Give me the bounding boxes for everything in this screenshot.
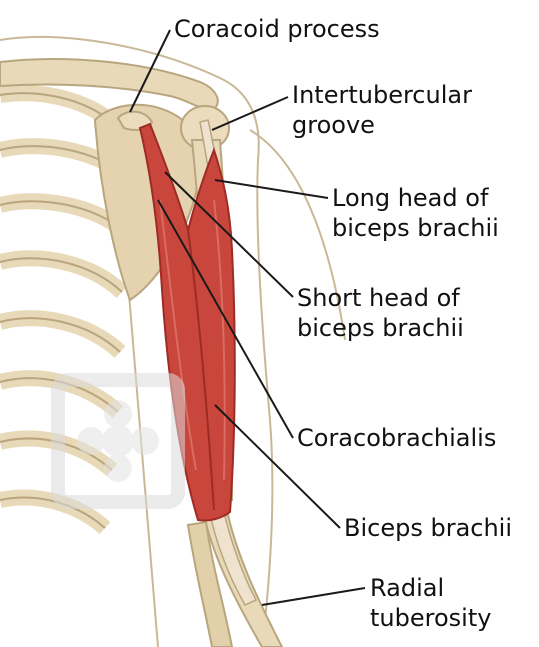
label-short-head: Short head of biceps brachii bbox=[297, 283, 464, 343]
label-long-head-line-2: biceps brachii bbox=[332, 213, 499, 243]
label-intertubercular-groove: Intertubercular groove bbox=[292, 80, 472, 140]
label-coracoid-process: Coracoid process bbox=[174, 14, 380, 44]
label-radial-tuberosity-line-1: Radial bbox=[370, 573, 491, 603]
label-short-head-line-1: Short head of bbox=[297, 283, 464, 313]
label-coracobrachialis: Coracobrachialis bbox=[297, 423, 496, 453]
label-biceps-brachii: Biceps brachii bbox=[344, 513, 512, 543]
label-long-head-line-1: Long head of bbox=[332, 183, 499, 213]
label-radial-tuberosity-line-2: tuberosity bbox=[370, 603, 491, 633]
leader-radial-tuberosity bbox=[262, 588, 365, 605]
label-radial-tuberosity: Radial tuberosity bbox=[370, 573, 491, 633]
label-intertubercular-groove-line-2: groove bbox=[292, 110, 472, 140]
leader-long-head bbox=[215, 180, 328, 198]
label-short-head-line-2: biceps brachii bbox=[297, 313, 464, 343]
label-long-head: Long head of biceps brachii bbox=[332, 183, 499, 243]
label-intertubercular-groove-line-1: Intertubercular bbox=[292, 80, 472, 110]
